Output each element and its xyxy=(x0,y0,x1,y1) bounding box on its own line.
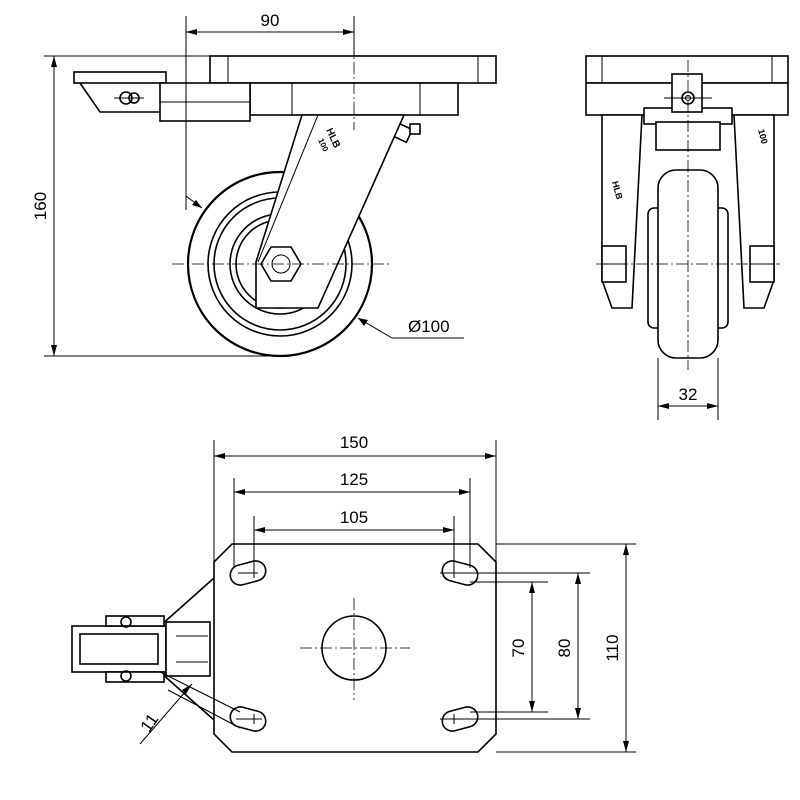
top-plate xyxy=(209,55,497,84)
dim-plate-length: 150 xyxy=(340,433,368,452)
mounting-slot xyxy=(229,706,267,732)
svg-text:100: 100 xyxy=(756,128,770,145)
dim-plate-width: 110 xyxy=(603,634,622,661)
svg-text:HLB: HLB xyxy=(610,180,625,201)
dim-hole-pitch-70: 70 xyxy=(509,639,528,658)
dim-hole-spacing-outer: 125 xyxy=(340,470,368,489)
dim-hole-spacing-inner: 105 xyxy=(340,508,368,527)
top-view: 150 125 105 70 80 110 xyxy=(71,433,636,753)
brake-lever xyxy=(73,71,251,122)
dim-offset: 90 xyxy=(261,11,280,30)
dim-height: 160 xyxy=(31,192,50,220)
dim-slot-width: 11 xyxy=(137,710,163,735)
dim-wheel-width: 32 xyxy=(679,385,698,404)
front-brake-clip xyxy=(671,73,703,113)
side-view: HLB 100 90 160 Ø100 xyxy=(31,11,497,358)
front-view: HLB 100 32 xyxy=(585,55,789,420)
dim-hole-pitch-80: 80 xyxy=(555,639,574,658)
mounting-slot xyxy=(440,706,590,732)
dim-wheel-diameter: Ø100 xyxy=(408,317,450,336)
mounting-slot xyxy=(229,560,267,586)
mounting-slot xyxy=(440,560,590,586)
brake-pedal xyxy=(71,625,167,673)
